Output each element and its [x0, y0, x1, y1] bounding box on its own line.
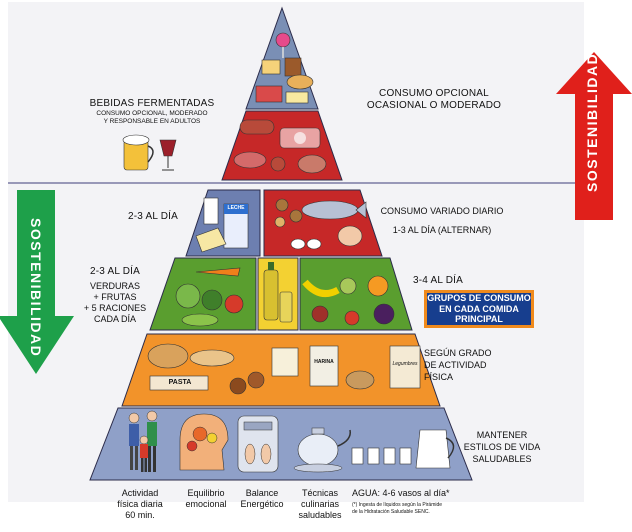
sustainability-arrow-up: [556, 52, 632, 220]
brain-icon: [179, 413, 229, 471]
healthy-habits-2: ESTILOS DE VIDA: [463, 442, 541, 452]
optional-consumption-1: CONSUMO OPCIONAL: [379, 88, 489, 99]
dairy-frequency: 2-3 AL DÍA: [128, 211, 178, 222]
healthy-habits-3: SALUDABLES: [472, 454, 532, 464]
fermented-drinks-title: BEBIDAS FERMENTADAS: [89, 98, 215, 109]
olive-oil-frequency: 3-4 AL DÍA: [413, 275, 463, 286]
vegetables-line-2: + FRUTAS: [93, 292, 137, 302]
dairy-food-icon: [195, 197, 249, 253]
grains-food-icon: [147, 343, 421, 395]
pasta-label: PASTA: [168, 379, 192, 386]
hydration-note-2: de la Hidratación Saludable SENC.: [352, 509, 430, 515]
sausage-food-icon: [233, 119, 327, 174]
healthy-habits-1: MANTENER: [476, 430, 528, 440]
fermented-drinks-sub-1: CONSUMO OPCIONAL, MODERADO: [96, 110, 208, 117]
vegetables-food-icon: [175, 267, 244, 327]
optional-consumption-2: OCASIONAL O MODERADO: [366, 100, 502, 111]
beer-mug-icon: [122, 134, 154, 171]
sustainability-label-up: SOSTENIBILIDAD: [584, 52, 600, 192]
varied-consumption-1: CONSUMO VARIADO DIARIO: [380, 206, 504, 216]
grains-label-3: FÍSICA: [424, 372, 454, 382]
vegetables-line-3: + 5 RACIONES: [83, 303, 147, 313]
sustainability-arrow-down: [0, 190, 74, 374]
activity-cooking-2: culinarias: [300, 499, 340, 509]
activity-water: AGUA: 4-6 vasos al día*: [352, 488, 450, 498]
grains-label-1: SEGÚN GRADO: [424, 348, 492, 358]
vegetables-line-1: VERDURAS: [89, 281, 140, 291]
activity-energy-2: Energético: [240, 499, 284, 509]
family-icon: [128, 410, 158, 472]
banner-line-1: GRUPOS DE CONSUMO: [427, 293, 531, 304]
varied-consumption-2: 1-3 AL DÍA (ALTERNAR): [392, 225, 492, 235]
teapot-icon: [293, 427, 351, 473]
grains-label-2: DE ACTIVIDAD: [424, 360, 487, 370]
activity-cooking-3: saludables: [298, 510, 342, 520]
activity-emotional-1: Equilibrio: [187, 488, 225, 498]
activity-physical-1: Actividad: [121, 488, 159, 498]
sustainability-label-down: SOSTENIBILIDAD: [28, 218, 44, 358]
vegetables-line-4: CADA DÍA: [93, 314, 136, 324]
banner-line-2: EN CADA COMIDA: [439, 303, 519, 314]
scale-icon: [237, 415, 279, 473]
fermented-drinks-sub-2: Y RESPONSABLE EN ADULTOS: [103, 118, 201, 125]
sweets-food-icon: [255, 32, 314, 104]
activity-physical-3: 60 min.: [125, 510, 155, 520]
fruits-food-icon: [302, 275, 395, 326]
protein-food-icon: [274, 198, 367, 250]
milk-label: LECHE: [227, 205, 245, 211]
olive-oil-food-icon: [263, 262, 293, 323]
flour-label: HARINA: [314, 359, 334, 365]
hydration-note-1: (*) Ingesta de líquidos según la Pirámid…: [352, 502, 443, 508]
activity-energy-1: Balance: [245, 488, 279, 498]
main-meal-groups-banner: GRUPOS DE CONSUMO EN CADA COMIDA PRINCIP…: [424, 290, 534, 328]
wine-glass-icon: [159, 139, 177, 171]
vegetables-frequency: 2-3 AL DÍA: [90, 266, 140, 277]
water-jug-icon: [415, 429, 455, 469]
activity-physical-2: física diaria: [117, 499, 163, 509]
activity-emotional-2: emocional: [185, 499, 227, 509]
water-glass-icon: [351, 447, 412, 465]
banner-line-3: PRINCIPAL: [455, 314, 503, 325]
legumes-label: Legumbres: [392, 361, 418, 367]
activity-cooking-1: Técnicas: [301, 488, 338, 498]
